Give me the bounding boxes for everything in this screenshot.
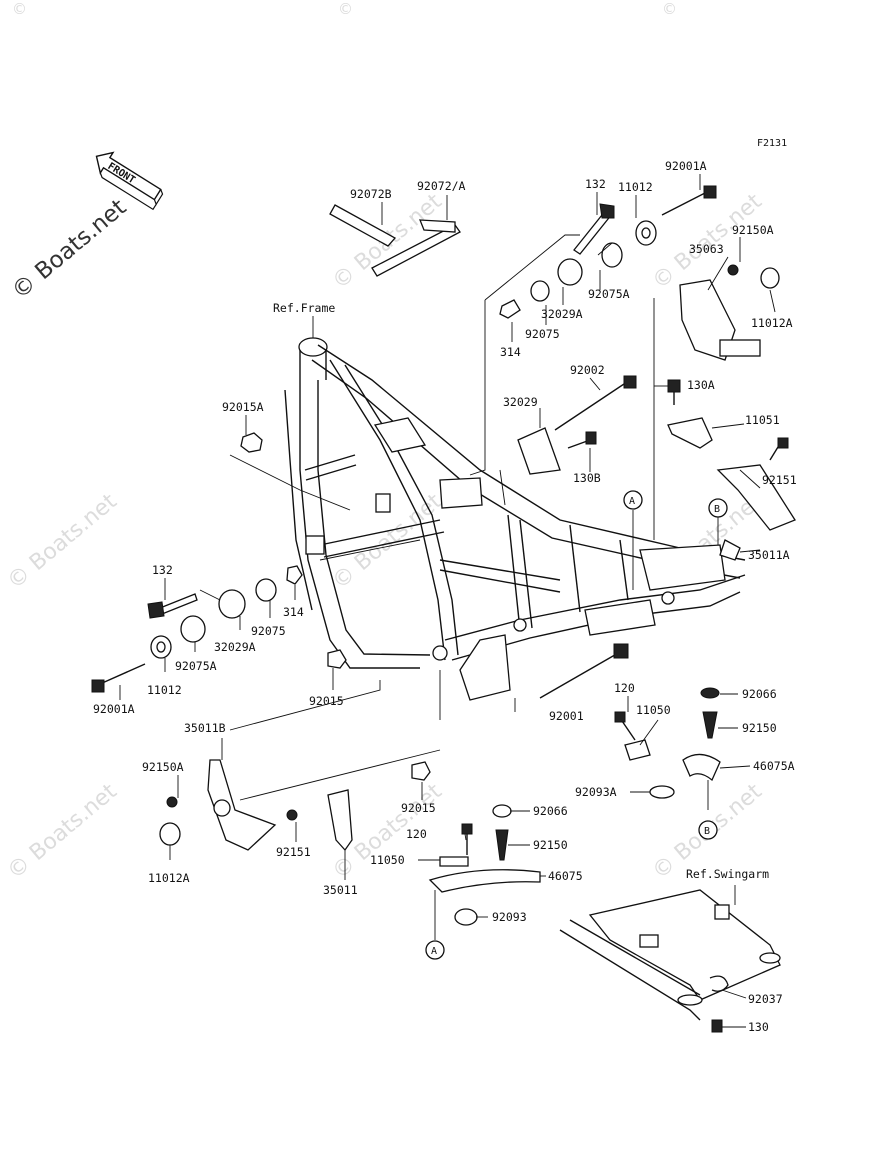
- part-label: 92151: [276, 845, 311, 859]
- part-label: 35011: [323, 883, 358, 897]
- part-label: 35011A: [748, 548, 790, 562]
- part-labels: 92072B 92072/A 132 11012 92001A 92150A 3…: [93, 159, 797, 1034]
- parts: [240, 185, 796, 561]
- part-label: 92151: [762, 473, 797, 487]
- circle-marker: B: [714, 504, 720, 515]
- part-label: 11012: [618, 180, 653, 194]
- watermarks: © Boats.net © Boats.net © Boats.net © Bo…: [3, 0, 767, 885]
- part-label: 314: [500, 345, 521, 359]
- part-label: 120: [406, 827, 427, 841]
- part-label: 32029A: [214, 640, 256, 654]
- part-label: 92066: [742, 687, 777, 701]
- part-label: 92072B: [350, 187, 392, 201]
- part-label: 314: [283, 605, 304, 619]
- watermark-main: © Boats.net: [7, 194, 131, 304]
- parts-mid: [428, 643, 729, 1033]
- part-label: 32029A: [541, 307, 583, 321]
- part-label: 92072/A: [417, 179, 466, 193]
- front-arrow: FRONT: [95, 151, 164, 211]
- parts-left: [91, 565, 431, 852]
- watermark-copyright: ©: [662, 0, 677, 18]
- part-label: 132: [585, 177, 606, 191]
- part-label: 92066: [533, 804, 568, 818]
- part-label: 92002: [570, 363, 605, 377]
- part-label: 130: [748, 1020, 769, 1034]
- ref-frame-label: Ref.Frame: [273, 301, 335, 315]
- part-label: 11051: [745, 413, 780, 427]
- part-label: 92150A: [142, 760, 184, 774]
- part-label: 11012A: [751, 316, 793, 330]
- part-label: 92037: [748, 992, 783, 1006]
- part-label: 92150: [533, 838, 568, 852]
- part-label: 11012: [147, 683, 182, 697]
- part-label: 35011B: [184, 721, 226, 735]
- part-label: 130B: [573, 471, 601, 485]
- watermark-copyright: ©: [12, 0, 27, 18]
- part-label: 92015A: [222, 400, 264, 414]
- part-label: 92075A: [588, 287, 630, 301]
- part-label: 92075: [251, 624, 286, 638]
- main-frame: [284, 337, 746, 701]
- circle-markers: A B B A: [425, 490, 728, 960]
- part-label: 92015: [401, 801, 436, 815]
- part-label: 92093A: [575, 785, 617, 799]
- part-label: 92150: [742, 721, 777, 735]
- part-label: 32029: [503, 395, 538, 409]
- part-label: 92001: [549, 709, 584, 723]
- ref-swingarm-label: Ref.Swingarm: [686, 867, 769, 881]
- part-label: 92075A: [175, 659, 217, 673]
- part-label: 92075: [525, 327, 560, 341]
- part-label: 130A: [687, 378, 715, 392]
- part-label: 132: [152, 563, 173, 577]
- watermark: © Boats.net: [3, 489, 122, 595]
- circle-marker: B: [704, 826, 710, 837]
- circle-marker: A: [431, 946, 437, 957]
- part-label: 92001A: [665, 159, 707, 173]
- part-label: 46075: [548, 869, 583, 883]
- watermark-copyright: ©: [338, 0, 353, 18]
- swingarm: [559, 889, 781, 1021]
- part-label: 11012A: [148, 871, 190, 885]
- part-label: 35063: [689, 242, 724, 256]
- part-label: 11050: [370, 853, 405, 867]
- part-label: 92015: [309, 694, 344, 708]
- figure-code: F2131: [757, 138, 787, 149]
- circle-marker: A: [629, 496, 635, 507]
- part-label: 120: [614, 681, 635, 695]
- part-label: 92001A: [93, 702, 135, 716]
- part-label: 46075A: [753, 759, 795, 773]
- watermark: © Boats.net: [3, 779, 122, 885]
- part-label: 92150A: [732, 223, 774, 237]
- part-label: 11050: [636, 703, 671, 717]
- part-label: 92093: [492, 910, 527, 924]
